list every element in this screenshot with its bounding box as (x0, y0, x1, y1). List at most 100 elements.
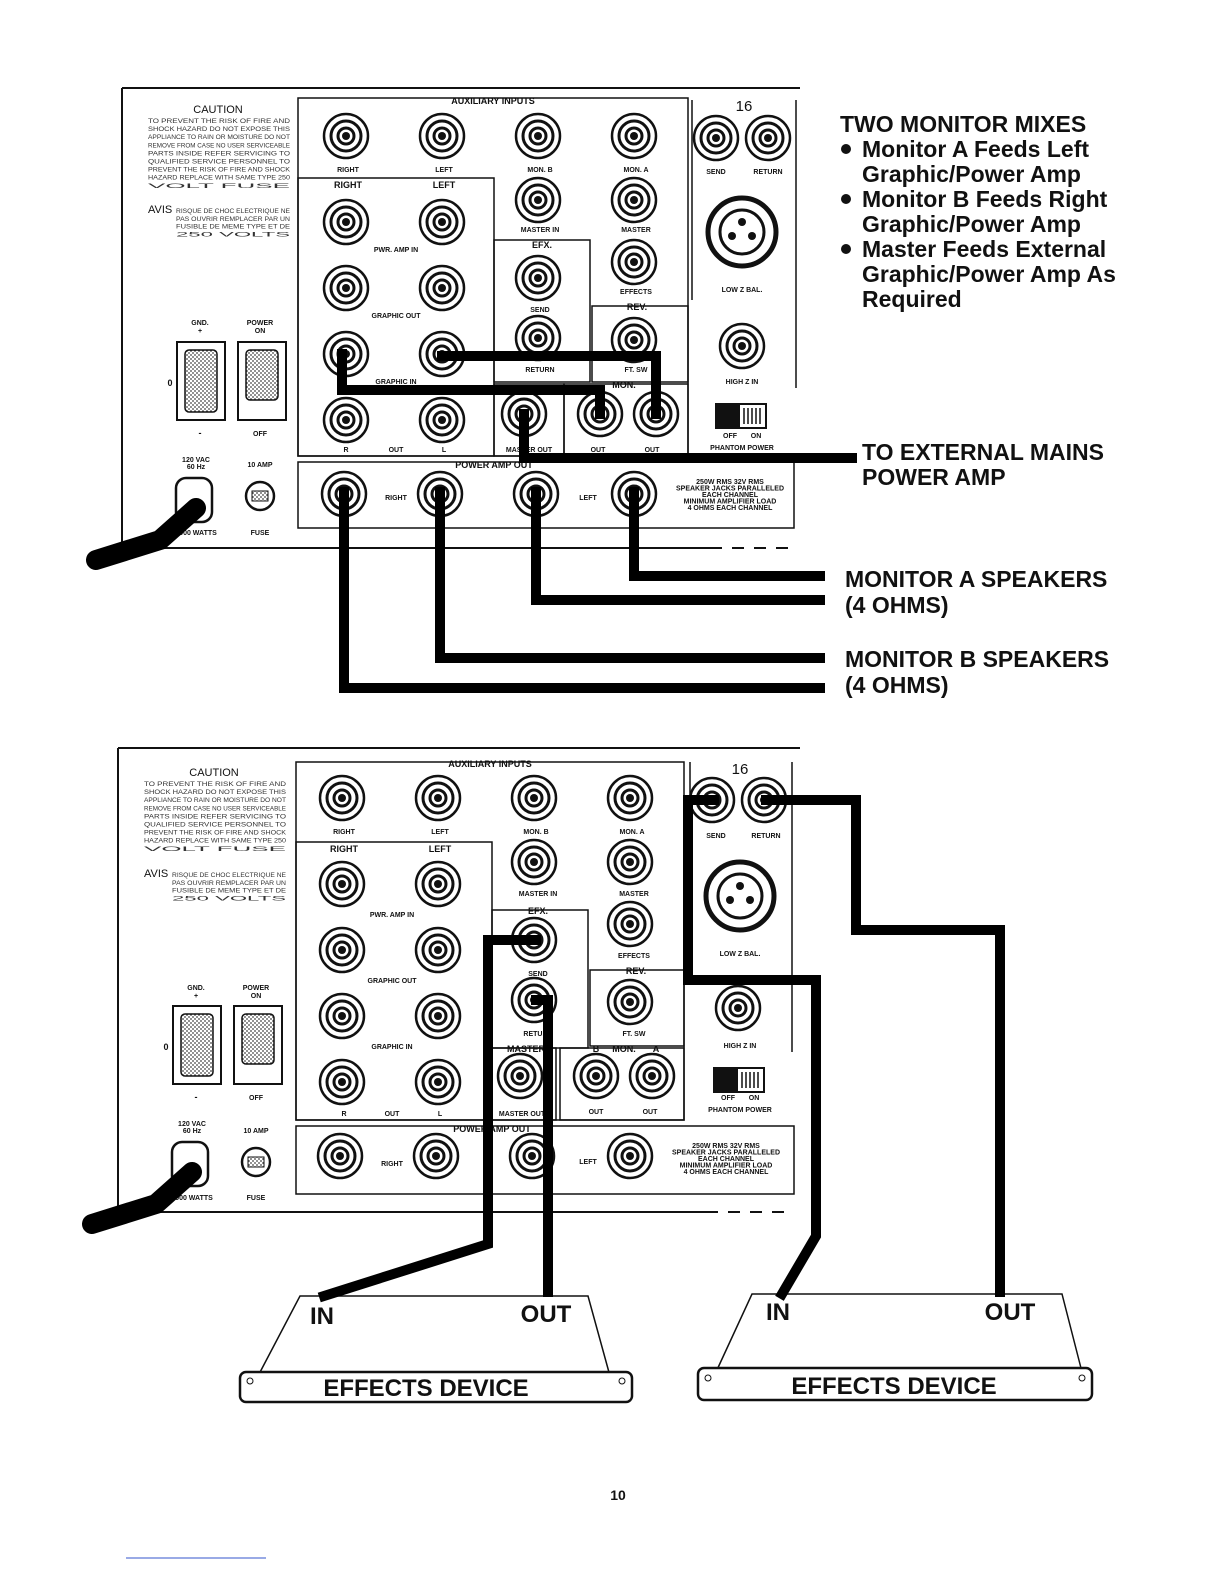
graphic-out-left-jack[interactable] (418, 264, 466, 312)
master-label: MASTER (621, 227, 651, 234)
aux-mon-a-jack[interactable] (606, 774, 654, 822)
xlr2-pin-1 (726, 896, 734, 904)
graphic-out-right-jack-hole (342, 284, 350, 292)
power-amp-left-2-jack[interactable] (606, 1132, 654, 1180)
avis2-text-line: FUSIBLE DE MEME TYPE ET DE (172, 888, 287, 895)
avis2-text-line: PAS OUVRIR REMPLACER PAR UN (172, 880, 286, 887)
ft-sw-jack-hole (630, 336, 638, 344)
channel-16-label: 16 (736, 98, 753, 115)
high-z-in-jack[interactable] (718, 322, 766, 370)
graphic-l-out-jack[interactable] (414, 1058, 462, 1106)
fx1-in-label: IN (310, 1303, 334, 1330)
external-callout-line-2: POWER AMP (862, 464, 1006, 490)
avis2-text-line: 250 VOLTS (172, 895, 288, 902)
aux-left-jack[interactable] (414, 774, 462, 822)
low-z-bal-label: LOW Z BAL. (722, 287, 763, 294)
pwr-amp-in-left-jack[interactable] (414, 860, 462, 908)
hz2-label: 60 Hz (183, 1128, 202, 1135)
rev-label: REV. (627, 302, 647, 312)
ft-sw-jack[interactable] (606, 978, 654, 1026)
master-in-jack[interactable] (510, 838, 558, 886)
graphic-out-label: GRAPHIC OUT (372, 313, 422, 320)
send16-jack-hole (712, 134, 720, 142)
pwr-amp-in-right-jack[interactable] (322, 198, 370, 246)
aux-mon-a-jack[interactable] (610, 112, 658, 160)
caution2-text-line: QUALIFIED SERVICE PERSONNEL TO (144, 822, 286, 829)
mon2-box (559, 1047, 685, 1121)
effects-jack-hole (626, 920, 634, 928)
power-amp-right-2-jack[interactable] (412, 1132, 460, 1180)
top-cables (337, 349, 857, 693)
graphic-r-out-jack[interactable] (322, 396, 370, 444)
aux-mon-b-jack[interactable] (510, 774, 558, 822)
power-amp-right-1-jack[interactable] (316, 1132, 364, 1180)
ft-sw-label: FT. SW (625, 367, 648, 374)
high-z-in-jack[interactable] (714, 984, 762, 1032)
aux-right-jack[interactable] (318, 774, 366, 822)
power2-on-label: ON (251, 993, 262, 1000)
gnd2-label: GND. (187, 985, 205, 992)
high-z2-label: HIGH Z IN (724, 1043, 757, 1050)
efx-box (493, 239, 591, 383)
master-jack[interactable] (610, 176, 658, 224)
efx-label: EFX. (532, 240, 552, 250)
mon2-label: MON. (612, 1044, 636, 1054)
mon-b-out-jack[interactable] (572, 1052, 620, 1100)
pwr-amp-in-right-jack[interactable] (318, 860, 366, 908)
graphic-in-right-jack[interactable] (318, 992, 366, 1040)
fx1-front-panel (238, 1370, 634, 1404)
graphic-out-left-jack[interactable] (414, 926, 462, 974)
graphic-in-right-jack-hole (338, 1012, 346, 1020)
aux-inputs-label: AUXILIARY INPUTS (451, 96, 535, 106)
right-section-label: RIGHT (334, 180, 363, 190)
return16-label: RETURN (753, 169, 782, 176)
gnd-plus-label: + (198, 328, 202, 335)
ground-switch-2-rocker (180, 1013, 214, 1077)
graphic-r-label: R (343, 447, 348, 454)
aux-right-jack[interactable] (322, 112, 370, 160)
master-in2-label: MASTER IN (519, 891, 558, 898)
aux-mon-b-jack[interactable] (514, 112, 562, 160)
master-out-jack[interactable] (496, 1052, 544, 1100)
power-amp-left-1-jack-hole (528, 1152, 536, 1160)
power-on-label: ON (255, 328, 266, 335)
graphic-r-out-jack[interactable] (318, 1058, 366, 1106)
caution-text-line: APPLIANCE TO RAIN OR MOISTURE DO NOT (148, 134, 290, 141)
effects-jack[interactable] (606, 900, 654, 948)
power2-label: POWER (243, 985, 269, 992)
spec-line: EACH CHANNEL (698, 1156, 755, 1163)
xlr2-inner (716, 872, 764, 920)
efx-send-jack-hole (534, 274, 542, 282)
master-in-jack[interactable] (514, 176, 562, 224)
phantom-switch-2-slider (714, 1068, 738, 1092)
mon-a-out-label: OUT (645, 447, 661, 454)
fx2-out-label: OUT (985, 1299, 1036, 1326)
aux-left-jack[interactable] (418, 112, 466, 160)
on2-label: ON (749, 1095, 760, 1102)
aux-right-jack-hole (342, 132, 350, 140)
phantom2-label: PHANTOM POWER (708, 1107, 772, 1114)
fx2-outline (715, 1293, 1083, 1373)
send16-jack[interactable] (692, 114, 740, 162)
avis2-text-line: RISQUE DE CHOC ELECTRIQUE NE (172, 872, 287, 879)
return16-jack[interactable] (744, 114, 792, 162)
pwr-amp-in-left-jack[interactable] (418, 198, 466, 246)
graphic2-in-label: GRAPHIC IN (371, 1044, 412, 1051)
graphic-in-left-jack[interactable] (414, 992, 462, 1040)
effects-jack[interactable] (610, 238, 658, 286)
graphic-out-right-jack[interactable] (318, 926, 366, 974)
graphic-l-out-jack[interactable] (418, 396, 466, 444)
spec-line: 4 OHMS EACH CHANNEL (684, 1169, 770, 1176)
aux-right-jack-hole (338, 794, 346, 802)
graphic-out-right-jack[interactable] (322, 264, 370, 312)
efx-send-jack[interactable] (514, 254, 562, 302)
fx1-outline (257, 1295, 611, 1377)
mon-a-out-jack[interactable] (628, 1052, 676, 1100)
master2-label: MASTER (507, 1044, 546, 1054)
master-jack[interactable] (606, 838, 654, 886)
gnd2-zero-label: 0 (163, 1042, 168, 1052)
caution-text-line: PREVENT THE RISK OF FIRE AND SHOCK (148, 167, 291, 174)
monitor-b-callout-line-1: MONITOR B SPEAKERS (845, 646, 1109, 672)
